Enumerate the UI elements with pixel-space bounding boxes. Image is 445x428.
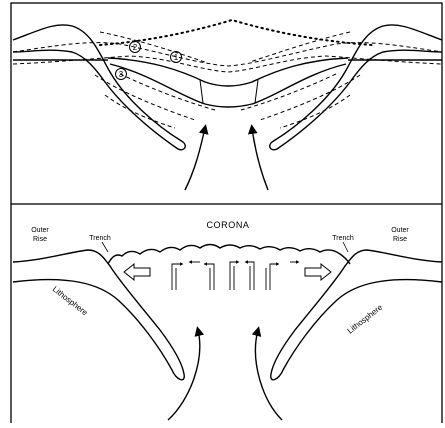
marker-1: 1: [174, 53, 179, 62]
central-lithosphere-top: [108, 58, 348, 86]
upwelling-arrow-right-top: [252, 128, 268, 190]
outer-rise-right-line1: Outer: [391, 227, 409, 234]
outer-rise-right-line2: Rise: [393, 236, 407, 243]
outer-rise-left-line2: Rise: [33, 236, 47, 243]
corona-title: CORONA: [206, 220, 249, 230]
trench-left-label: Trench: [89, 235, 111, 242]
left-plate: [13, 25, 185, 150]
marker-2: 2: [133, 43, 138, 52]
stage-markers: [116, 42, 182, 80]
internal-flow-arrows: [172, 262, 298, 290]
dotted-dome: [100, 20, 372, 45]
outer-rise-left-line1: Outer: [31, 227, 49, 234]
left-plate-bottom: [13, 250, 184, 380]
corona-surface: [108, 245, 350, 265]
right-plate-bottom: [271, 250, 442, 380]
upwelling-arrow-left-top: [185, 128, 205, 190]
dashed-stage-outlines: [13, 32, 442, 128]
hollow-arrow-right: [305, 264, 331, 280]
hollow-arrow-left: [124, 264, 150, 280]
panel-frames: [11, 3, 442, 423]
trench-right-label: Trench: [332, 235, 354, 242]
lithosphere-right-label: Lithosphere: [346, 302, 385, 335]
bottom-panel: [13, 242, 442, 420]
lithosphere-left-label: Lithosphere: [51, 284, 90, 317]
upwelling-arrow-right-bottom: [255, 330, 282, 420]
top-panel: [13, 20, 442, 190]
bottom-panel-labels: CORONA Outer Rise Trench Trench Outer Ri…: [31, 220, 409, 336]
marker-3: 3: [119, 70, 124, 79]
